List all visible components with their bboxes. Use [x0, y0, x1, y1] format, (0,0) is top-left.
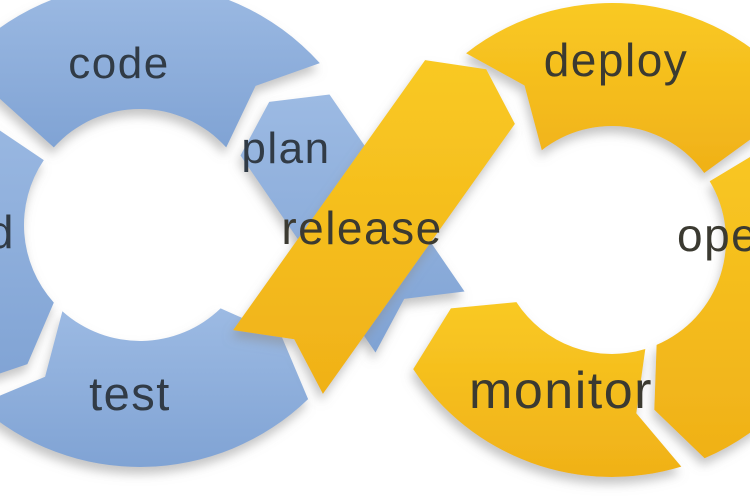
code-arc-segment [0, 0, 320, 148]
build-arc-segment [0, 130, 54, 374]
label-operate: operate [677, 209, 750, 261]
label-code: code [68, 39, 169, 88]
label-plan: plan [241, 124, 330, 173]
label-test: test [89, 367, 171, 420]
deploy-arc-segment [466, 3, 750, 173]
monitor-arc-segment [413, 302, 682, 477]
release-band [233, 60, 515, 394]
label-deploy: deploy [544, 34, 689, 86]
operate-arc-segment [654, 157, 750, 459]
test-arc-segment [0, 308, 309, 467]
label-release: release [281, 202, 442, 254]
label-monitor: monitor [469, 362, 653, 420]
label-build: build [0, 206, 15, 258]
